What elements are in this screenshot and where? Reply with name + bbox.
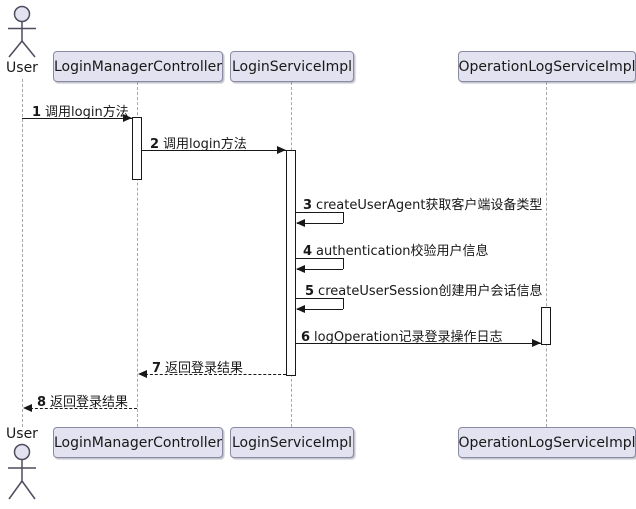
message-7-text: 返回登录结果: [165, 361, 244, 376]
message-7-number: 7: [152, 361, 162, 376]
message-3-line-down: [343, 212, 344, 223]
message-7-arrowhead: [138, 370, 147, 378]
message-5-line-out: [295, 298, 343, 299]
activation-login-service-impl: [286, 150, 296, 376]
message-3-number: 3: [303, 198, 313, 213]
participant-login-manager-controller-top: LoginManagerController: [53, 51, 223, 82]
user-actor-icon-top: [8, 5, 36, 58]
message-1-line: [22, 118, 132, 119]
message-2-text: 调用login方法: [163, 137, 247, 152]
message-5-line-down: [343, 298, 344, 309]
user-actor-label-top: User: [6, 60, 38, 76]
lifeline-operation-log-service-impl: [546, 82, 547, 427]
message-6-line: [295, 343, 541, 344]
participant-login-service-impl-top: LoginServiceImpl: [230, 51, 354, 82]
message-8-number: 8: [37, 395, 47, 410]
message-4-line-back: [297, 269, 343, 270]
message-8-text: 返回登录结果: [50, 395, 129, 410]
user-actor-label-bottom: User: [6, 426, 38, 442]
message-2-arrowhead: [277, 146, 286, 154]
message-4-line-out: [295, 258, 343, 259]
message-3-line-back: [297, 223, 343, 224]
lifeline-login-manager-controller: [137, 82, 138, 427]
message-1-text: 调用login方法: [45, 105, 129, 120]
message-7-line: [140, 374, 286, 375]
message-3-text: createUserAgent获取客户端设备类型: [316, 198, 543, 213]
participant-operation-log-service-impl-bottom: OperationLogServiceImpl: [458, 427, 636, 458]
message-5-number: 5: [305, 284, 315, 299]
message-2-number: 2: [150, 137, 160, 152]
message-6-arrowhead: [532, 339, 541, 347]
message-4-arrowhead: [296, 265, 305, 273]
message-6-number: 6: [301, 330, 311, 345]
message-5-line-back: [297, 309, 343, 310]
message-3-line-out: [295, 212, 343, 213]
message-2-line: [141, 150, 286, 151]
participant-operation-log-service-impl-top: OperationLogServiceImpl: [458, 51, 636, 82]
message-5-text: createUserSession创建用户会话信息: [318, 284, 543, 299]
participant-login-service-impl-bottom: LoginServiceImpl: [230, 427, 354, 458]
activation-login-manager-controller: [132, 117, 142, 180]
participant-login-manager-controller-bottom: LoginManagerController: [53, 427, 223, 458]
message-1-number: 1: [32, 105, 42, 120]
message-5-arrowhead: [296, 305, 305, 313]
lifeline-user: [22, 79, 23, 427]
message-1-arrowhead: [123, 114, 132, 122]
message-6-text: logOperation记录登录操作日志: [314, 330, 503, 345]
user-actor-icon-bottom: [8, 443, 36, 500]
message-4-number: 4: [303, 244, 313, 259]
message-8-arrowhead: [23, 404, 32, 412]
message-4-text: authentication校验用户信息: [316, 244, 489, 259]
message-4-line-down: [343, 258, 344, 269]
message-8-line: [25, 408, 137, 409]
message-3-arrowhead: [296, 219, 305, 227]
activation-operation-log-service-impl: [541, 307, 551, 345]
